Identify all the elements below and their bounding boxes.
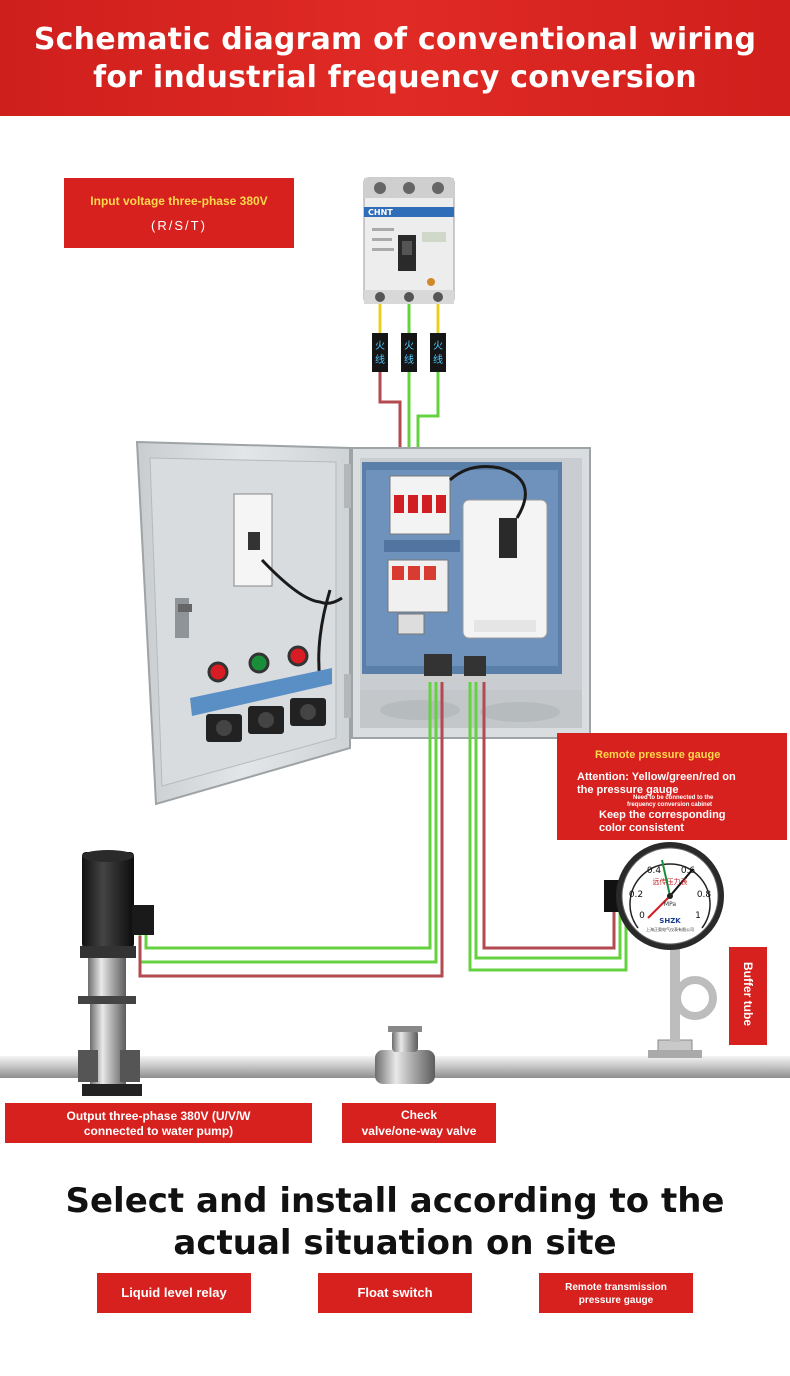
breaker-brand: CHNT [368, 208, 393, 217]
remote-gauge-attention-1: Attention: Yellow/green/red on [577, 771, 736, 783]
gauge-unit: MPa [664, 901, 677, 908]
gauge-tick-5: 1 [695, 911, 701, 921]
title-banner: Schematic diagram of conventional wiring… [0, 0, 790, 116]
gauge-tick-1: 0.2 [629, 890, 643, 900]
output-voltage-label: Output three-phase 380V (U/V/W connected… [5, 1103, 312, 1143]
footer-title-line-1: Select and install according to the [65, 1181, 725, 1221]
pressure-gauge-assembly: 0 0.2 0.4 0.6 0.8 1 远传压力表 MPa SHZK 上海正奥电… [604, 842, 724, 1058]
gauge-tick-4: 0.8 [697, 890, 712, 900]
remote-transmission-line-2: pressure gauge [578, 1295, 654, 1306]
remote-gauge-title: Remote pressure gauge [595, 749, 721, 761]
remote-gauge-keep-1: Keep the corresponding [599, 809, 726, 821]
wire-sleeves: 火 线 火 线 火 线 [372, 304, 446, 372]
float-switch-button: Float switch [318, 1273, 472, 1313]
output-voltage-line-2: connected to water pump) [83, 1124, 234, 1138]
liquid-level-relay-button: Liquid level relay [97, 1273, 251, 1313]
remote-transmission-gauge-button: Remote transmission pressure gauge [539, 1273, 693, 1313]
sleeve-1-top: 火 [375, 340, 385, 352]
footer-title-line-2: actual situation on site [173, 1223, 617, 1263]
vertical-pump [78, 850, 154, 1096]
circuit-breaker: CHNT [363, 177, 455, 304]
input-voltage-line-2: (R/S/T) [151, 218, 207, 233]
gauge-tick-0: 0 [639, 911, 645, 921]
sleeve-3-top: 火 [433, 340, 443, 352]
input-voltage-line-1: Input voltage three-phase 380V [90, 194, 268, 208]
remote-gauge-small-2: frequency conversion cabinet [627, 802, 713, 808]
remote-gauge-small-1: Need to be connected to the [633, 795, 714, 801]
sleeve-2-bottom: 线 [404, 353, 414, 366]
sleeve-1-bottom: 线 [375, 353, 385, 366]
remote-gauge-attention-2: the pressure gauge [577, 784, 679, 796]
gauge-tick-3: 0.6 [681, 866, 696, 876]
gauge-name: 远传压力表 [653, 877, 688, 886]
remote-transmission-line-1: Remote transmission [565, 1282, 667, 1293]
check-valve [375, 1026, 435, 1084]
gauge-tick-2: 0.4 [647, 866, 662, 876]
liquid-level-relay-label: Liquid level relay [121, 1285, 227, 1300]
title-line-2: for industrial frequency conversion [93, 60, 697, 95]
buffer-tube-text: Buffer tube [741, 962, 755, 1026]
check-valve-line-1: Check [400, 1108, 438, 1122]
title-line-1: Schematic diagram of conventional wiring [33, 22, 757, 57]
check-valve-label: Check valve/one-way valve [342, 1103, 496, 1143]
sleeve-3-bottom: 线 [433, 353, 443, 366]
remote-gauge-keep-2: color consistent [599, 822, 684, 834]
remote-gauge-label: Remote pressure gauge Attention: Yellow/… [557, 733, 787, 840]
float-switch-label: Float switch [357, 1285, 433, 1300]
gauge-maker: 上海正奥电气仪表有限公司 [646, 926, 694, 932]
cabinet-door [135, 440, 354, 806]
sleeve-2-top: 火 [404, 340, 414, 352]
input-voltage-label: Input voltage three-phase 380V (R/S/T) [64, 178, 294, 248]
buffer-tube-label: Buffer tube [729, 947, 767, 1045]
gauge-brand: SHZK [659, 917, 681, 925]
check-valve-line-2: valve/one-way valve [361, 1124, 477, 1138]
output-voltage-line-1: Output three-phase 380V (U/V/W [66, 1109, 251, 1123]
